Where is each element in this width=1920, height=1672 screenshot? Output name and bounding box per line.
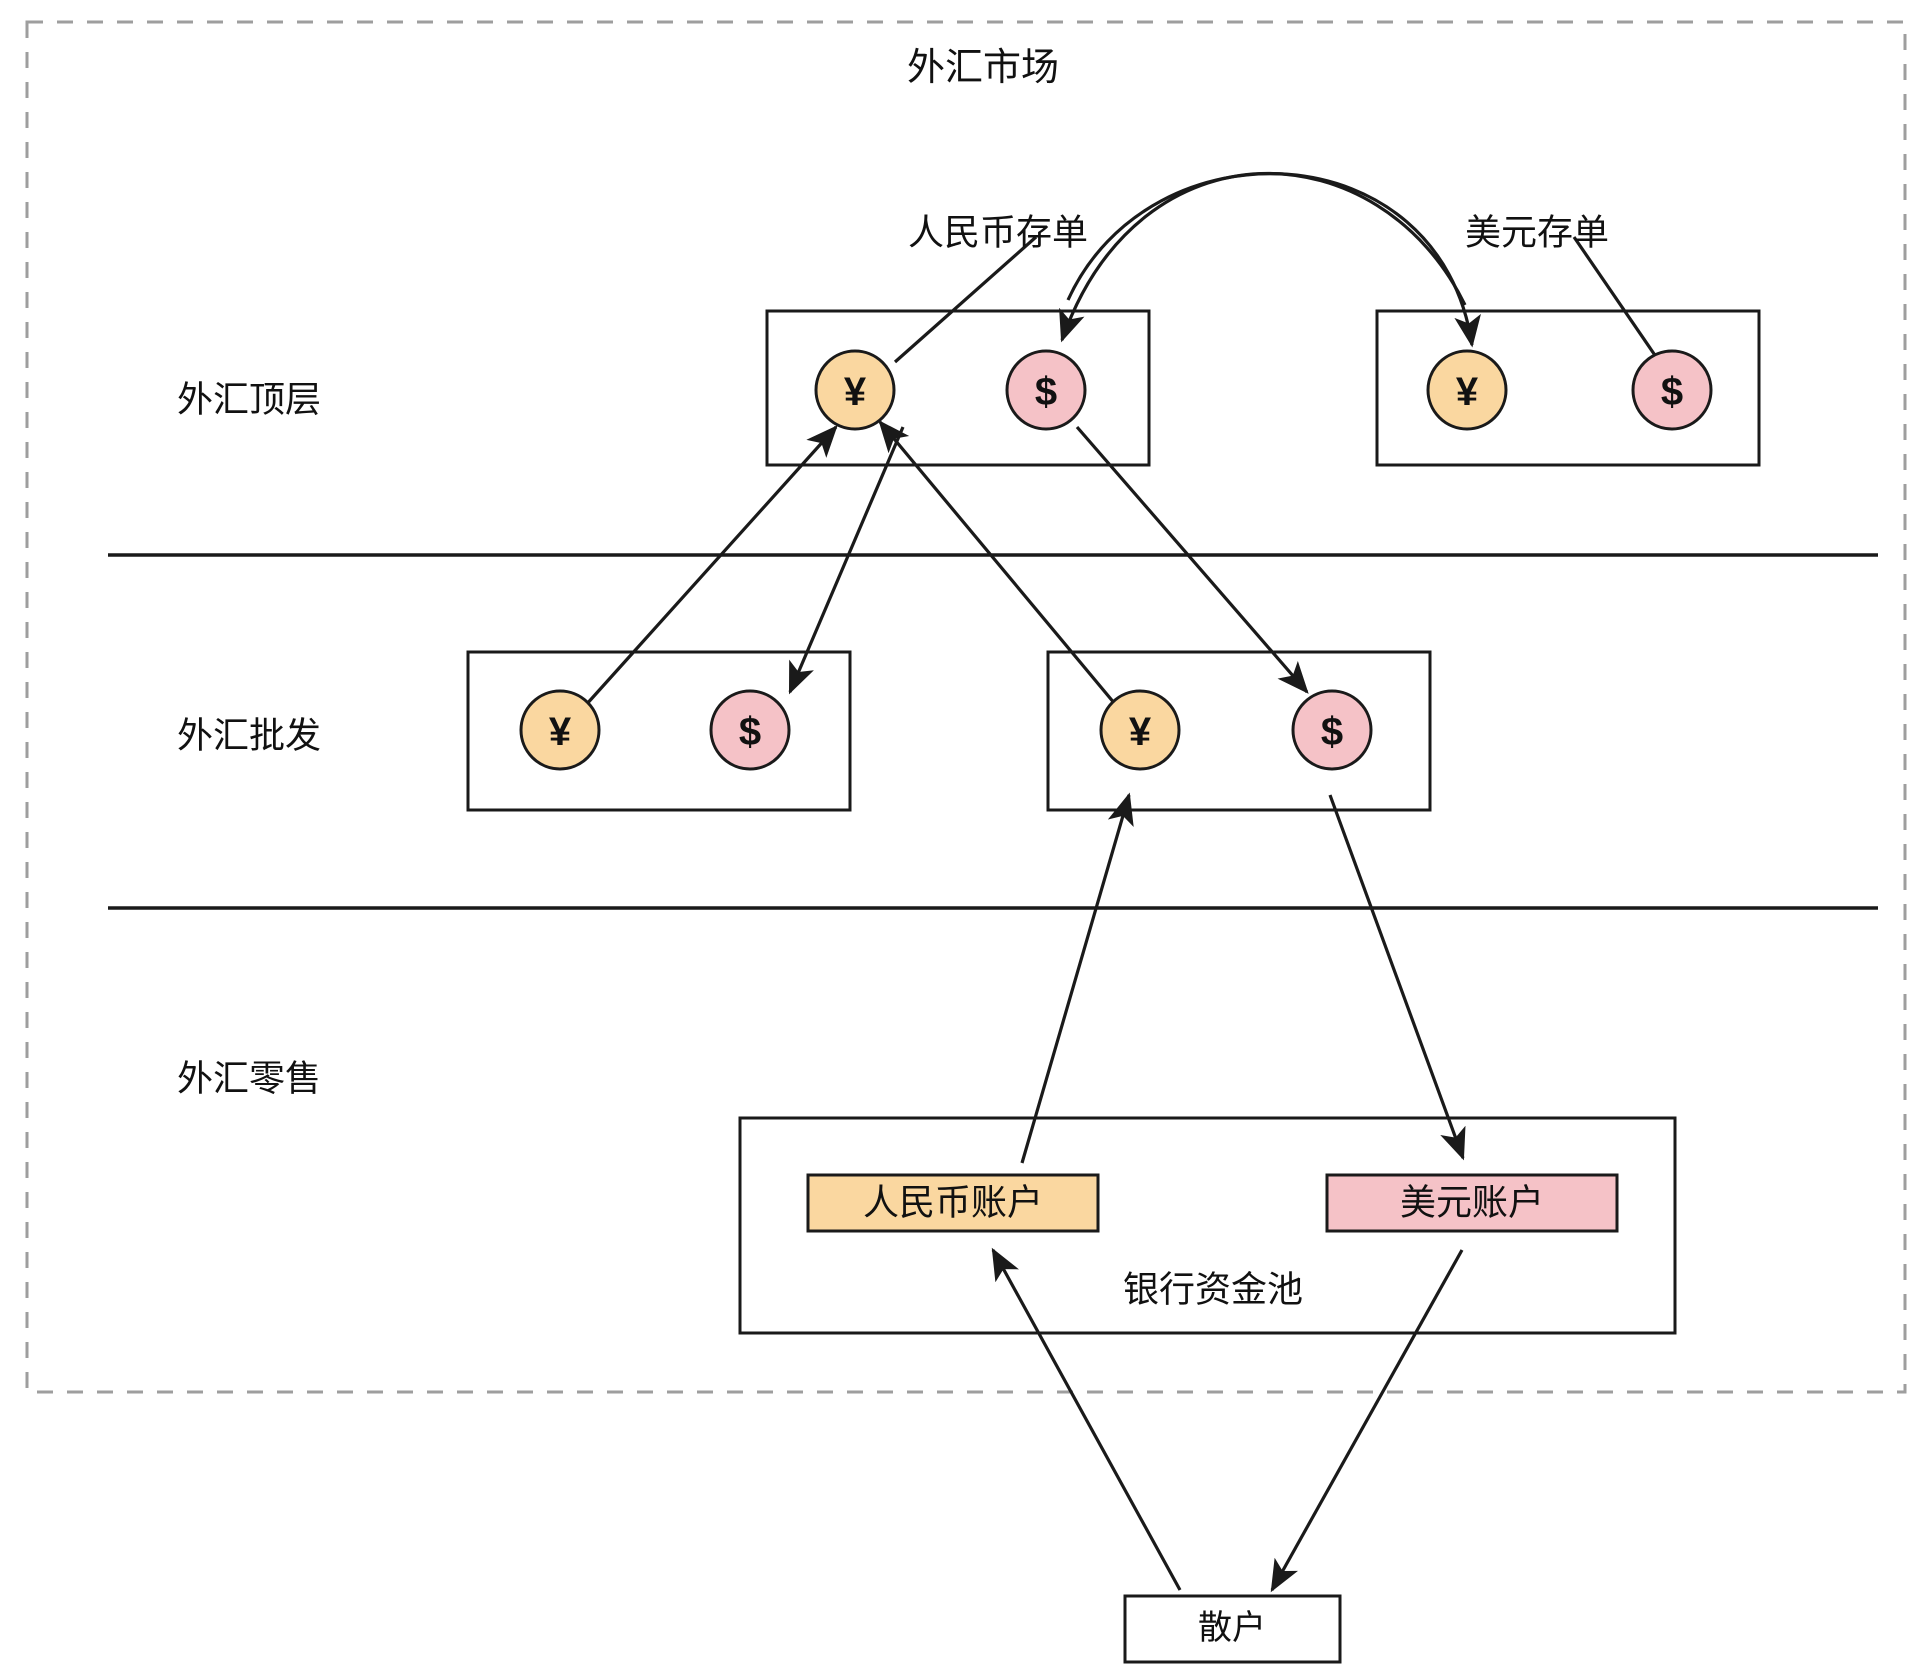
retail-customer-box	[1123, 1594, 1342, 1664]
rmb-account-box[interactable]	[806, 1173, 1100, 1233]
tier-label-retail: 外汇零售	[177, 1058, 321, 1099]
flow-arc-banka-usd-to-bankb-yen	[1066, 172, 1481, 348]
top-bank-b-yen-symbol: ¥	[1456, 370, 1479, 414]
bank-fund-pool-label: 银行资金池	[1123, 1269, 1303, 1310]
flow-top-a-to-wholesale-a-usd	[788, 426, 905, 695]
tier-label-wholesale: 外汇批发	[177, 715, 321, 756]
leader-usd-cd	[1572, 236, 1663, 365]
wholesale-bank-b-yen-node[interactable]	[1099, 689, 1181, 771]
flow-wholesale-b-usd-to-usd-account	[1328, 794, 1466, 1161]
wholesale-bank-a-yen-node[interactable]	[519, 689, 601, 771]
wholesale-bank-a-yen-symbol: ¥	[549, 710, 572, 754]
flow-usd-account-to-customer	[1270, 1249, 1464, 1593]
flow-wholesale-b-yen-to-top-a-yen	[878, 420, 1122, 712]
leader-rmb-cd	[893, 235, 1038, 364]
usd-account-box[interactable]	[1325, 1173, 1619, 1233]
top-bank-a-usd-symbol: $	[1035, 370, 1057, 414]
flow-top-a-usd-to-wholesale-b-usd	[1075, 425, 1309, 694]
tier-label-top: 外汇顶层	[177, 379, 321, 420]
top-bank-a-yen-node[interactable]	[814, 349, 896, 431]
wholesale-bank-b-usd-node[interactable]	[1291, 689, 1373, 771]
annotation-usd-cd: 美元存单	[1465, 212, 1609, 253]
top-bank-b-usd-node[interactable]	[1631, 349, 1713, 431]
wholesale-bank-a-usd-node[interactable]	[709, 689, 791, 771]
flow-wholesale-a-yen-to-top-a-yen	[583, 425, 838, 708]
top-bank-a-yen-symbol: ¥	[844, 370, 867, 414]
flow-rmb-account-to-wholesale-b-yen	[1020, 792, 1134, 1164]
wholesale-bank-b-yen-symbol: ¥	[1129, 710, 1152, 754]
flow-customer-to-rmb-account	[991, 1247, 1182, 1591]
top-bank-a-usd-node[interactable]	[1005, 349, 1087, 431]
annotation-rmb-cd: 人民币存单	[908, 212, 1088, 253]
wholesale-bank-b-usd-symbol: $	[1321, 710, 1343, 754]
usd-account-label: 美元账户	[1400, 1182, 1544, 1223]
top-bank-b-yen-node[interactable]	[1426, 349, 1508, 431]
retail-customer-label: 散户	[1198, 1609, 1266, 1647]
wholesale-bank-a-usd-symbol: $	[739, 710, 761, 754]
rmb-account-label: 人民币账户	[863, 1182, 1043, 1223]
forex-market-frame	[25, 20, 1907, 1394]
page-title: 外汇市场	[907, 47, 1059, 89]
top-bank-b-usd-symbol: $	[1661, 370, 1683, 414]
